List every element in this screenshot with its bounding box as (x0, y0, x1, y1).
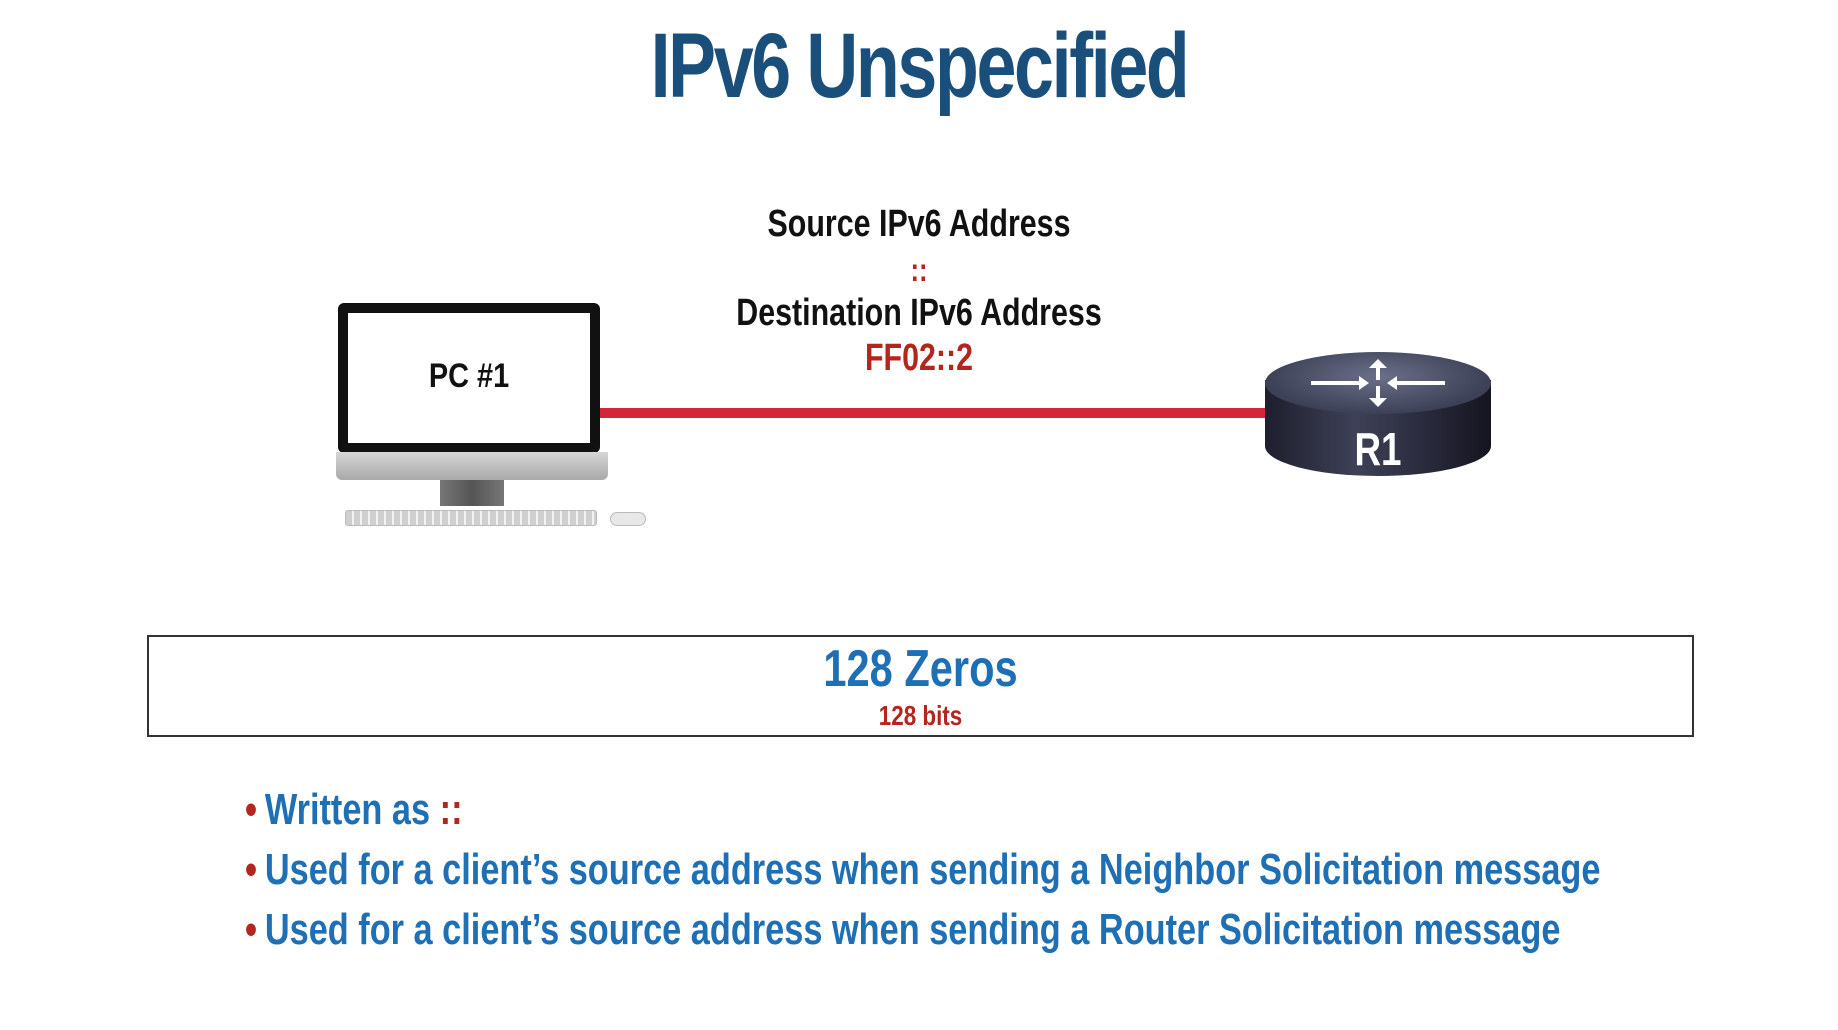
bullet-text: Used for a client’s source address when … (264, 845, 1601, 894)
bullet-marker: • (245, 845, 258, 894)
monitor-screen: PC #1 (348, 313, 590, 443)
bullet-list: •Written as :: •Used for a client’s sour… (245, 780, 1600, 960)
bullet-item: •Written as :: (245, 780, 1493, 840)
pc-icon: PC #1 (330, 300, 660, 540)
bullet-item: •Used for a client’s source address when… (245, 900, 1560, 960)
monitor-stand (440, 480, 504, 506)
zeros-subtitle: 128 bits (878, 700, 963, 731)
network-link (600, 408, 1280, 418)
address-bits-box: 128 Zeros 128 bits (147, 635, 1694, 737)
destination-address-value: FF02::2 (864, 337, 974, 379)
router-icon: R1 (1265, 352, 1491, 482)
monitor: PC #1 (338, 303, 600, 453)
bullet-marker: • (245, 905, 258, 954)
bullet-text: Used for a client’s source address when … (264, 905, 1561, 954)
source-address-value: :: (910, 252, 928, 288)
router-arrows-icon (1311, 359, 1445, 407)
zeros-title: 128 Zeros (823, 640, 1018, 698)
bullet-text: Written as (264, 785, 440, 834)
source-address-title: Source IPv6 Address (767, 203, 1071, 245)
bullet-item: •Used for a client’s source address when… (245, 840, 1600, 900)
monitor-chin (336, 452, 608, 480)
destination-address-title: Destination IPv6 Address (736, 292, 1102, 334)
router-label: R1 (1354, 423, 1402, 475)
bullet-accent: :: (439, 785, 463, 834)
bullet-marker: • (245, 785, 258, 834)
slide-title: IPv6 Unspecified (650, 15, 1190, 117)
keyboard-icon (345, 510, 597, 526)
pc-label: PC #1 (428, 357, 510, 395)
mouse-icon (610, 512, 646, 526)
